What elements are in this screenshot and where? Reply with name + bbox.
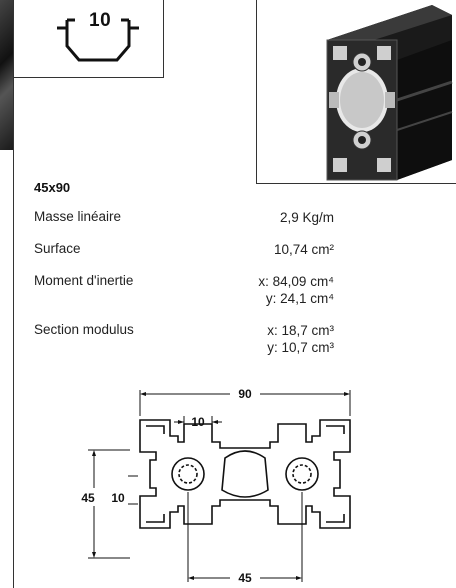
dimension-center-label: 45 <box>238 571 252 585</box>
adjacent-profile-photo-edge <box>0 0 13 150</box>
slot-size-label: 10 <box>89 10 112 31</box>
spec-value-y: y: 10,7 cm³ <box>267 340 334 355</box>
spec-label: Masse linéaire <box>34 209 122 224</box>
spec-value-group: x: 84,09 cm⁴ y: 24,1 cm⁴ <box>258 273 334 307</box>
cross-section-drawing: 90 10 45 10 45 <box>81 387 351 585</box>
profile-3d-image <box>326 5 453 181</box>
spec-value-x: x: 84,09 cm⁴ <box>258 274 334 289</box>
spec-value-x: x: 18,7 cm³ <box>267 323 334 338</box>
spec-label: Section modulus <box>34 322 134 337</box>
dimension-slot-top-label: 10 <box>191 415 205 429</box>
spec-row-section-modulus: Section modulus x: 18,7 cm³ y: 10,7 cm³ <box>34 322 334 362</box>
spec-value: 2,9 Kg/m <box>279 210 334 225</box>
spec-label: Moment d'inertie <box>34 273 134 288</box>
slot-symbol-box: 10 <box>13 0 164 78</box>
profile-name: 45x90 <box>34 180 71 195</box>
dimension-width-label: 90 <box>238 387 252 401</box>
dimension-height-label: 45 <box>81 491 95 505</box>
spec-row-moment-of-inertia: Moment d'inertie x: 84,09 cm⁴ y: 24,1 cm… <box>34 273 334 313</box>
spec-value-y: y: 24,1 cm⁴ <box>265 291 334 306</box>
product-photo <box>256 0 456 184</box>
spec-value-group: x: 18,7 cm³ y: 10,7 cm³ <box>267 322 334 356</box>
slot-symbol-icon <box>57 18 139 62</box>
left-frame-line <box>13 0 14 588</box>
spec-label: Surface <box>34 241 81 256</box>
dimension-slot-side-label: 10 <box>111 491 125 505</box>
spec-value: 10,74 cm² <box>273 242 334 257</box>
